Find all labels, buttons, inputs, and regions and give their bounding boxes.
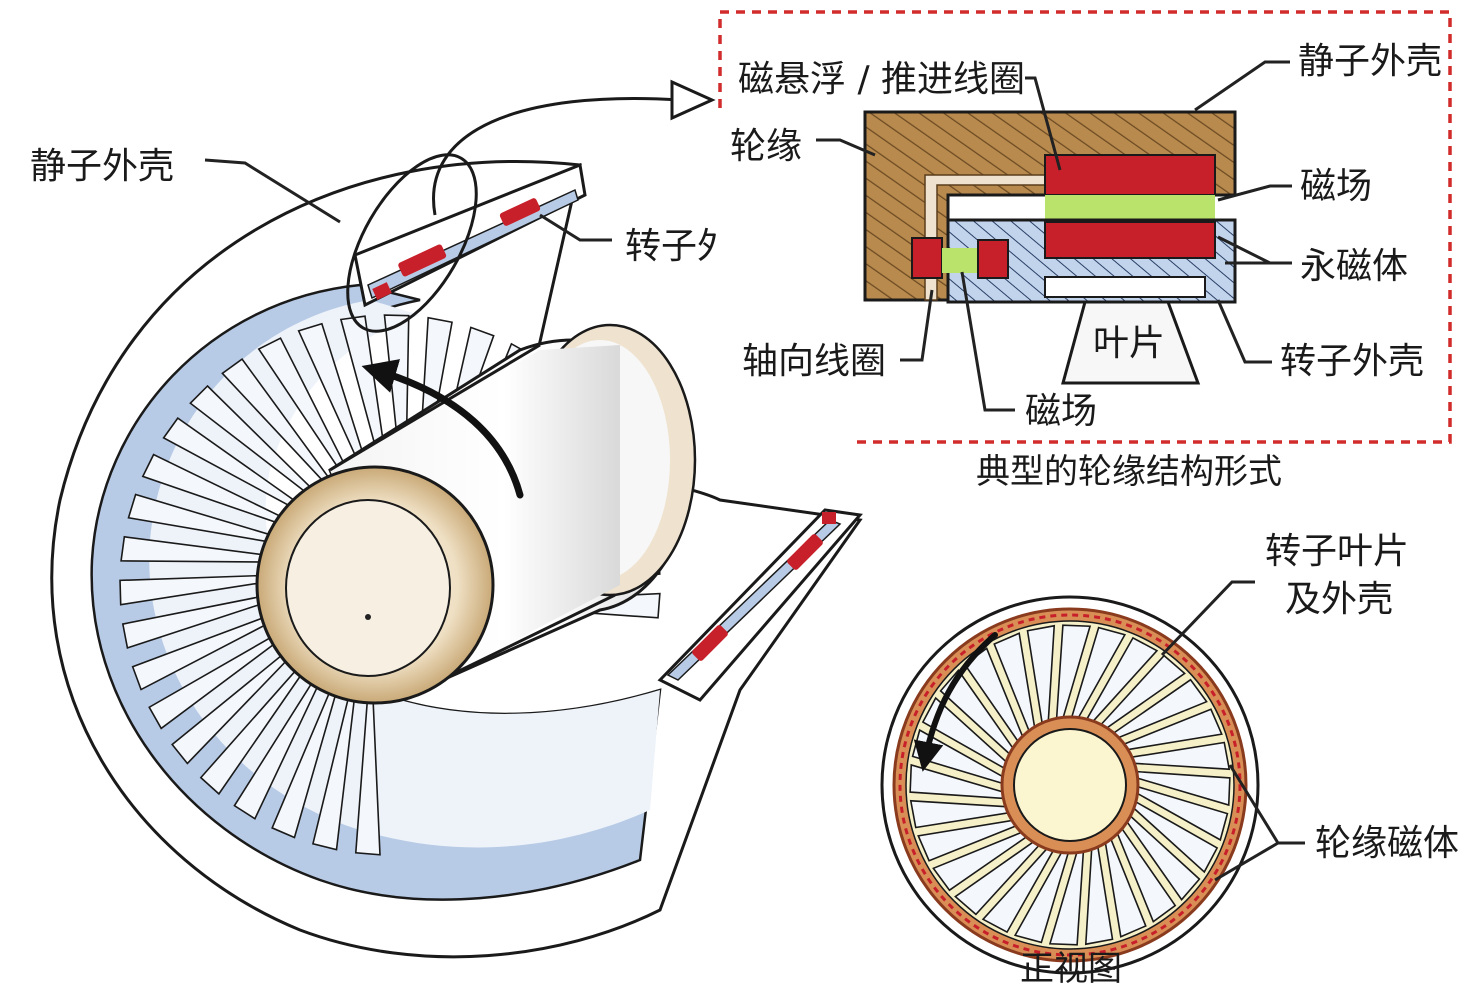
leader-rim [816, 138, 876, 157]
axial-coil [911, 237, 943, 279]
upper-coil-3 [372, 282, 392, 300]
lower-coil-3 [822, 512, 836, 524]
label-rim: 轮缘 [730, 126, 802, 167]
magnetic-field-lower [942, 248, 978, 273]
curved-arrow-icon [361, 359, 524, 499]
upper-coil-2 [499, 198, 541, 226]
front-rotor-blades [909, 624, 1231, 946]
upper-coil-1 [398, 244, 447, 277]
blade-stub [1061, 300, 1201, 385]
label-coil-maglev: 磁悬浮 / 推进线圈 [738, 59, 1025, 100]
leader-field-lower [960, 271, 1015, 412]
permanent-magnet-axial [977, 239, 1009, 279]
front-rim-magnet-dashes [898, 613, 1242, 957]
hub-edge-top [329, 343, 541, 472]
label-blade: 叶片 [1093, 323, 1165, 364]
rim-structure-inset: 磁悬浮 / 推进线圈 静子外壳 轮缘 磁场 永磁体 轴向线圈 叶片 转子外壳 磁… [716, 10, 1452, 492]
label-stator-shell-left: 静子外壳 [30, 146, 174, 187]
front-hub [1013, 728, 1127, 842]
detail-highlight-circle [346, 153, 478, 333]
label-field-lower: 磁场 [1025, 391, 1097, 432]
rotor-blades-cutaway [119, 314, 661, 856]
label-field-upper: 磁场 [1300, 166, 1372, 207]
callout-arrow-head [670, 79, 716, 121]
curved-arrow-icon [913, 632, 998, 772]
label-rotor-blade-shell-1: 转子叶片 [1265, 531, 1409, 572]
leader-axial-coil [900, 289, 934, 362]
leader-field-upper [1217, 184, 1292, 202]
callout-arrow-icon [432, 96, 681, 216]
front-view: 转子叶片 及外壳 轮缘磁体 正视图 [880, 531, 1459, 989]
hub-center-dot [365, 614, 371, 620]
leader-rotor-shell-inset [1216, 299, 1272, 364]
label-rotor-blade-shell-2: 及外壳 [1285, 579, 1393, 620]
label-axial-coil: 轴向线圈 [742, 341, 886, 382]
leader-rim-magnet-2 [1214, 841, 1279, 882]
label-rim-magnet: 轮缘磁体 [1315, 823, 1459, 864]
thruster-cutaway: 静子外壳 转子外壳 [30, 79, 863, 959]
permanent-magnet-main [1044, 221, 1216, 259]
magnetic-field-upper [1045, 195, 1215, 220]
label-permanent-magnet: 永磁体 [1300, 246, 1408, 287]
label-rotor-shell-inset: 转子外壳 [1280, 341, 1424, 382]
caption-front-view: 正视图 [1020, 949, 1122, 989]
leader-stator-shell-left [204, 158, 341, 224]
label-stator-shell-inset: 静子外壳 [1298, 41, 1442, 82]
hub-front-inner [285, 499, 451, 677]
leader-rotor-blade-shell [1160, 580, 1255, 657]
lower-coil-1 [787, 534, 823, 570]
leader-stator-shell-inset [1194, 60, 1290, 112]
caption-inset: 典型的轮缘结构形式 [976, 452, 1282, 492]
maglev-propulsion-coil [1044, 154, 1216, 196]
leader-coil-maglev [1025, 76, 1062, 171]
leader-rotor-shell-left [539, 213, 612, 242]
lower-coil-2 [692, 625, 728, 661]
inset-frame-gap [716, 110, 851, 450]
rotor-cavity [1044, 276, 1206, 298]
